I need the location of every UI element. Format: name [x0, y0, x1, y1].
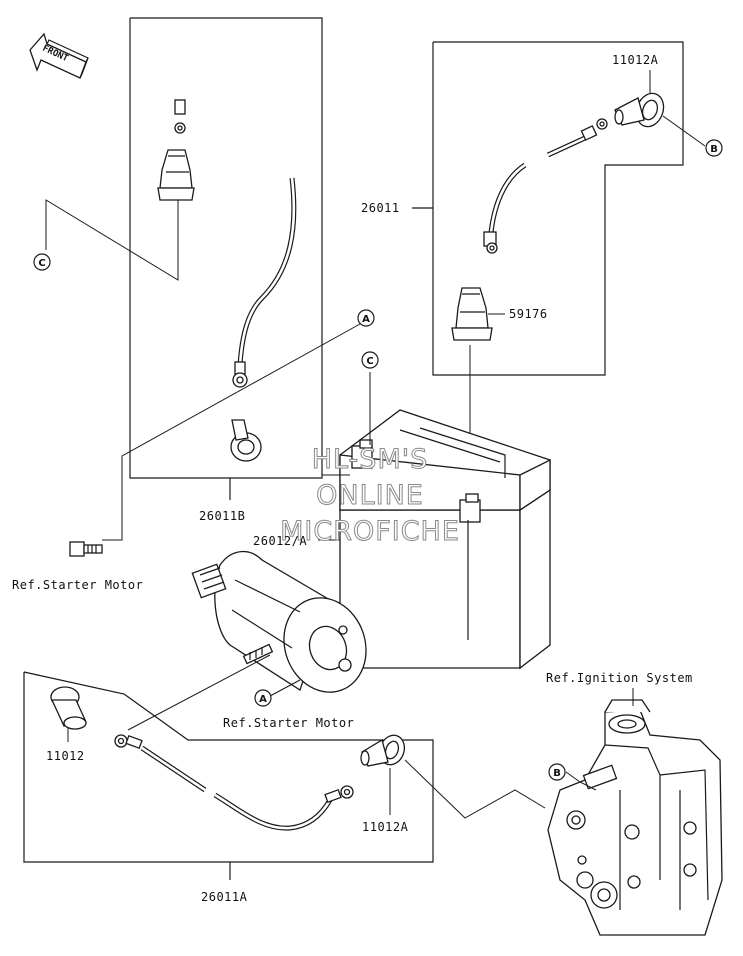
- callout-b-leader-lower: [565, 771, 597, 791]
- terminal-boot-upper: [157, 149, 195, 201]
- cable-26011b-frame: [129, 17, 323, 500]
- ref-starter-motor-center: Ref.Starter Motor: [223, 716, 354, 730]
- watermark-line-2: ONLINE: [316, 480, 424, 511]
- terminal-cap-26011b: [230, 419, 262, 462]
- ignition-housing: [547, 699, 723, 936]
- label-26011b: 26011B: [199, 509, 245, 523]
- callout-c-left-label: C: [38, 258, 45, 269]
- label-11012a-lower: 11012A: [362, 820, 409, 834]
- ref-ignition-system: Ref.Ignition System: [546, 671, 693, 685]
- watermark: HL-SM'S ONLINE MICROFICHE: [280, 444, 460, 548]
- starter-motor: [191, 550, 367, 693]
- callout-c-battery-label: C: [366, 356, 373, 367]
- ignition-leader: [404, 759, 546, 819]
- ref-starter-motor-left: Ref.Starter Motor: [12, 578, 143, 592]
- callout-c-left: C: [33, 253, 51, 271]
- callout-c-battery: C: [361, 351, 379, 369]
- callout-a-upper: A: [357, 309, 375, 327]
- callout-b-upper-label: B: [710, 144, 718, 155]
- callout-a-upper-label: A: [362, 314, 370, 325]
- terminal-cap-11012a-lower: [360, 734, 406, 767]
- battery: [339, 409, 551, 670]
- terminal-cap-11012a-upper: [614, 92, 665, 128]
- label-26011: 26011: [361, 201, 400, 215]
- callout-a-leader-lower: [269, 679, 301, 697]
- front-arrow-icon: FRONT: [29, 32, 89, 79]
- label-26012a: 26012/A: [253, 534, 307, 548]
- label-59176: 59176: [509, 307, 548, 321]
- terminal-boot-59176: [451, 287, 493, 341]
- callout-a-lower-label: A: [259, 694, 267, 705]
- callout-a-lower: A: [254, 689, 272, 707]
- label-26011a: 26011A: [201, 890, 248, 904]
- callout-a-leader-upper: [102, 323, 361, 541]
- cable-26011-frame: [412, 41, 684, 376]
- terminal-cap-11012: [50, 686, 87, 730]
- cable-26011: [483, 118, 608, 254]
- callout-b-lower-label: B: [553, 768, 561, 779]
- starter-bolt: [69, 541, 103, 557]
- watermark-line-3: MICROFICHE: [280, 516, 460, 547]
- watermark-line-1: HL-SM'S: [312, 444, 429, 475]
- starter-stud: [242, 643, 274, 665]
- cable-26011a-frame: [23, 671, 434, 880]
- label-11012: 11012: [46, 749, 85, 763]
- cable-26011a: [114, 734, 354, 831]
- cable-26011b: [174, 40, 297, 388]
- callout-b-upper: B: [705, 139, 723, 157]
- label-11012a-upper: 11012A: [612, 53, 659, 67]
- callout-b-lower: B: [548, 763, 566, 781]
- callout-c-leader: [45, 199, 179, 281]
